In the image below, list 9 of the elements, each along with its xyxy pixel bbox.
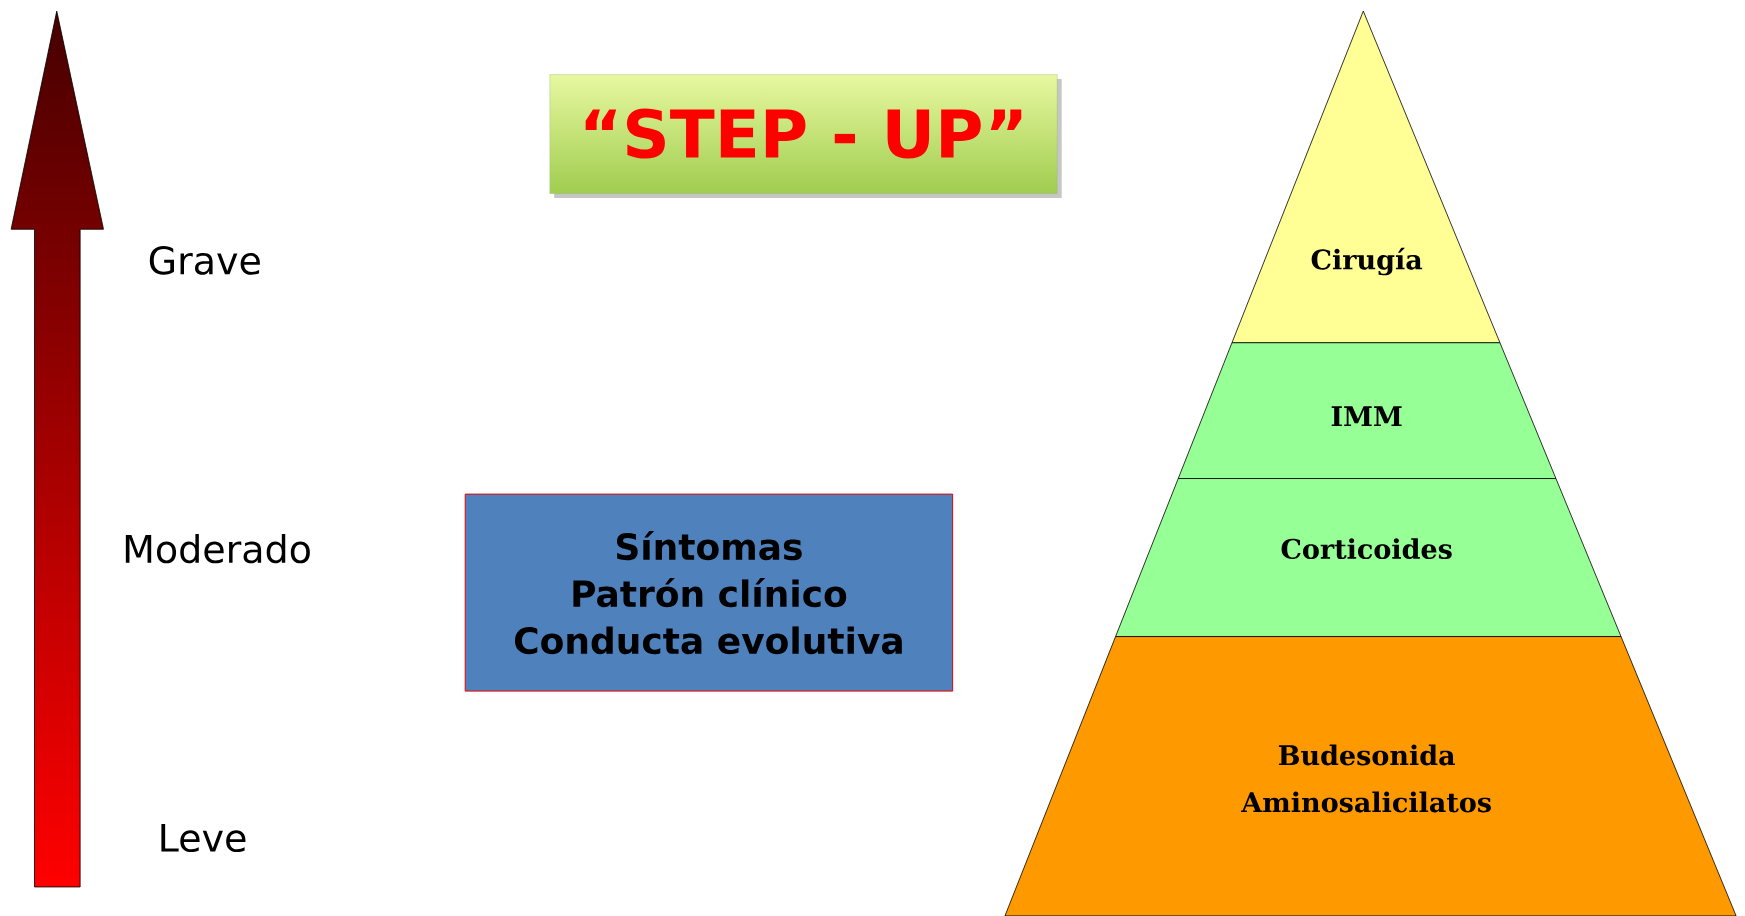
- pyramid-level: Cirugía: [1231, 10, 1501, 344]
- title-banner: “STEP - UP”: [549, 74, 1062, 199]
- info-box: Síntomas Patrón clínico Conducta evolutiva: [464, 493, 954, 692]
- pyramid-level: IMM: [1177, 342, 1557, 479]
- scale-label: Moderado: [125, 534, 310, 564]
- scale-label: Grave: [149, 246, 260, 275]
- pyramid-level: Corticoides: [1115, 478, 1622, 637]
- pyramid-level: Budesonida Aminosalicilatos: [1004, 636, 1737, 916]
- scale-label: Leve: [161, 823, 246, 853]
